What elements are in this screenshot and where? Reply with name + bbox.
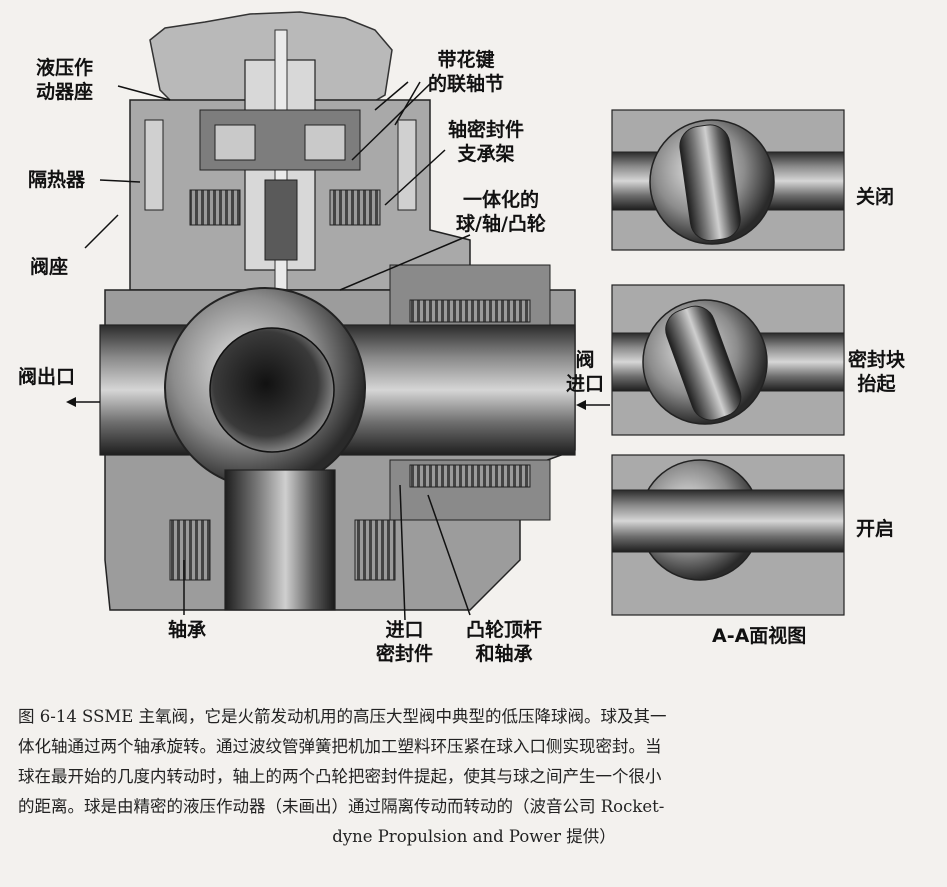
label-inlet-seal-line2: 密封件 bbox=[376, 643, 434, 665]
label-integrated-line2: 球/轴/凸轮 bbox=[456, 213, 546, 235]
flow-arrows bbox=[66, 397, 610, 410]
label-splined-coupling-line1: 带花键 bbox=[437, 49, 495, 71]
label-actuator-seat: 液压作 动器座 bbox=[36, 56, 93, 104]
label-valve-outlet: 阀出口 bbox=[18, 366, 76, 388]
caption-line-2: 体化轴通过两个轴承旋转。通过波纹管弹簧把机加工塑料环压紧在球入口侧实现密封。当 bbox=[18, 737, 662, 756]
caption-line-5: dyne Propulsion and Power 提供） bbox=[332, 827, 616, 846]
label-seal-lifted-line2: 抬起 bbox=[857, 373, 896, 395]
label-splined-coupling: 带花键 的联轴节 bbox=[428, 48, 504, 96]
label-bearing: 轴承 bbox=[168, 619, 207, 641]
label-splined-coupling-line2: 的联轴节 bbox=[428, 73, 505, 95]
label-seal-lifted: 密封块 抬起 bbox=[848, 348, 905, 396]
label-valve-inlet-line1: 阀 bbox=[575, 349, 595, 371]
section-view-open bbox=[611, 454, 845, 616]
label-inlet-seal-line1: 进口 bbox=[385, 619, 424, 641]
label-inlet-seal: 进口 密封件 bbox=[376, 618, 433, 666]
section-view-closed bbox=[611, 109, 845, 251]
leader-lines bbox=[84, 81, 471, 621]
caption-line-4: 的距离。球是由精密的液压作动器（未画出）通过隔离传动而转动的（波音公司 Rock… bbox=[18, 797, 665, 816]
label-open: 开启 bbox=[856, 518, 895, 540]
label-shaft-seal-support-line2: 支承架 bbox=[457, 143, 515, 165]
label-integrated-ball-shaft-cam: 一体化的 球/轴/凸轮 bbox=[456, 188, 546, 236]
figure-caption: 图 6-14 SSME 主氧阀，它是火箭发动机用的高压大型阀中典型的低压降球阀。… bbox=[18, 702, 930, 852]
label-cam-follower-bearing: 凸轮顶杆 和轴承 bbox=[466, 618, 542, 666]
label-valve-seat: 阀座 bbox=[30, 256, 69, 278]
label-shaft-seal-support: 轴密封件 支承架 bbox=[448, 118, 524, 166]
label-cam-follower-line1: 凸轮顶杆 bbox=[466, 619, 543, 641]
label-shaft-seal-support-line1: 轴密封件 bbox=[448, 119, 525, 141]
label-actuator-seat-line2: 动器座 bbox=[36, 81, 94, 103]
label-valve-inlet-line2: 进口 bbox=[566, 373, 605, 395]
label-heat-insulator: 隔热器 bbox=[28, 169, 86, 191]
valve-body bbox=[99, 11, 576, 611]
label-section-view: A-A面视图 bbox=[712, 625, 807, 647]
label-closed: 关闭 bbox=[856, 186, 895, 208]
label-actuator-seat-line1: 液压作 bbox=[36, 57, 94, 79]
caption-line-3: 球在最开始的几度内转动时，轴上的两个凸轮把密封件提起，使其与球之间产生一个很小 bbox=[18, 767, 662, 786]
section-view-seal-lifted bbox=[611, 284, 845, 436]
label-seal-lifted-line1: 密封块 bbox=[848, 349, 906, 371]
caption-line-1: 图 6-14 SSME 主氧阀，它是火箭发动机用的高压大型阀中典型的低压降球阀。… bbox=[18, 707, 667, 726]
label-cam-follower-line2: 和轴承 bbox=[475, 643, 533, 665]
label-integrated-line1: 一体化的 bbox=[462, 189, 539, 211]
label-valve-inlet: 阀 进口 bbox=[566, 348, 604, 396]
